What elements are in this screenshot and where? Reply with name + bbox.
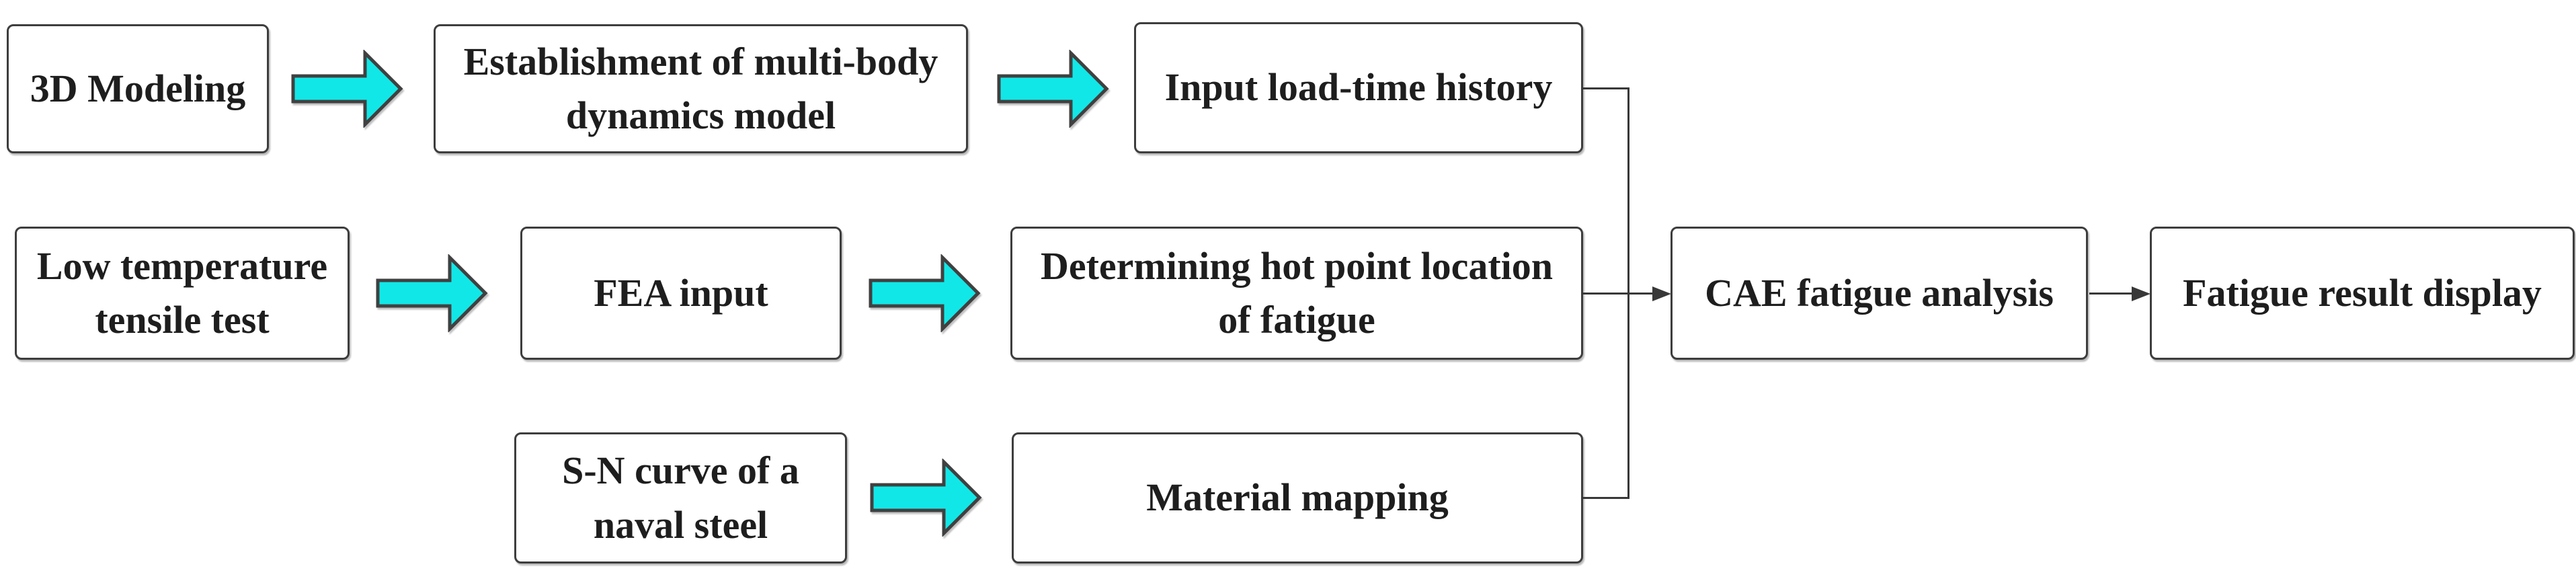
connector-cae-to-result xyxy=(2089,293,2132,295)
flow-arrow-icon xyxy=(291,50,403,128)
node-material-mapping: Material mapping xyxy=(1012,432,1583,563)
node-input-load-time-history: Input load-time history xyxy=(1134,22,1583,153)
node-3d-modeling-label: 3D Modeling xyxy=(30,66,246,110)
node-material-mapping-label: Material mapping xyxy=(1146,475,1449,520)
node-3d-modeling: 3D Modeling xyxy=(7,24,269,153)
connector-load-history-out xyxy=(1582,87,1629,89)
node-sn-curve: S-N curve of a naval steel xyxy=(514,432,847,563)
connector-to-cae xyxy=(1582,293,1653,295)
flow-arrow-icon xyxy=(869,254,981,332)
node-fea-input: FEA input xyxy=(520,227,842,360)
node-low-temperature-tensile-test-label: Low temperature tensile test xyxy=(36,243,328,342)
node-cae-fatigue-analysis-label: CAE fatigue analysis xyxy=(1705,270,2054,315)
node-multibody-dynamics-model-label: Establishment of multi-body dynamics mod… xyxy=(463,39,938,137)
node-low-temperature-tensile-test: Low temperature tensile test xyxy=(15,227,350,360)
connector-material-mapping-out xyxy=(1582,497,1629,499)
node-sn-curve-label: S-N curve of a naval steel xyxy=(562,449,799,547)
flow-arrow-icon xyxy=(376,254,488,332)
arrowhead-icon xyxy=(1652,286,1671,301)
arrowhead-icon xyxy=(2132,286,2150,301)
flow-arrow-icon xyxy=(870,459,982,537)
node-hot-point-location: Determining hot point location of fatigu… xyxy=(1010,227,1583,360)
node-fatigue-result-display: Fatigue result display xyxy=(2150,227,2575,360)
flow-arrow-icon xyxy=(997,50,1109,128)
node-hot-point-location-label: Determining hot point location of fatigu… xyxy=(1040,243,1554,342)
node-fatigue-result-display-label: Fatigue result display xyxy=(2183,270,2542,315)
node-fea-input-label: FEA input xyxy=(594,270,768,315)
node-input-load-time-history-label: Input load-time history xyxy=(1164,65,1553,110)
node-cae-fatigue-analysis: CAE fatigue analysis xyxy=(1671,227,2088,360)
node-multibody-dynamics-model: Establishment of multi-body dynamics mod… xyxy=(434,24,968,153)
